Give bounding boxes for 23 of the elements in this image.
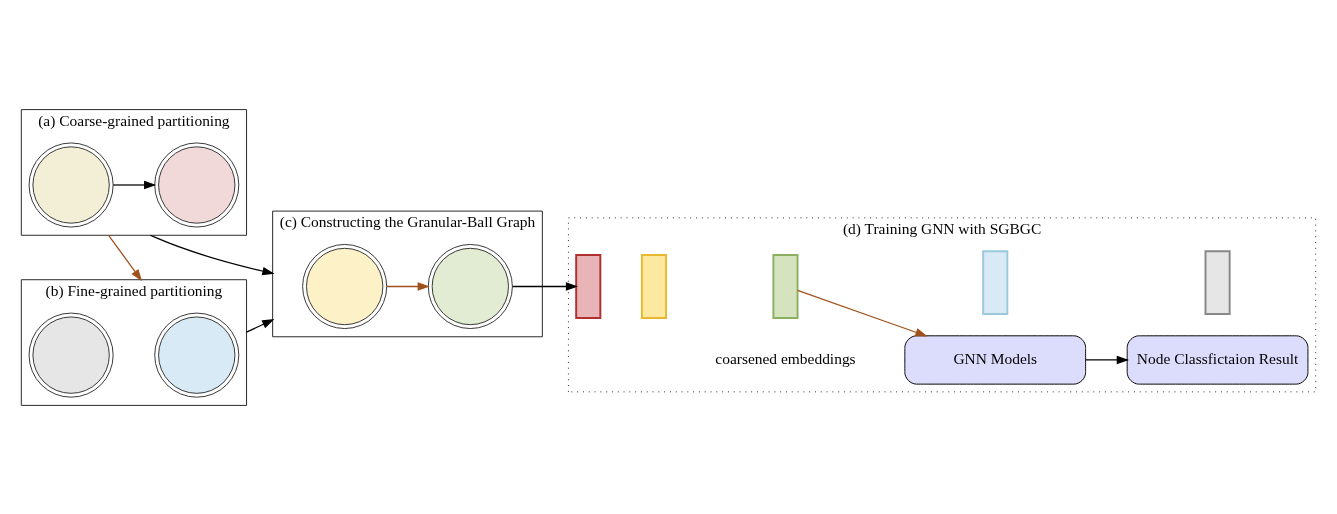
- node-graph: [302, 243, 388, 329]
- node-graph: [28, 141, 114, 228]
- node-box: Node Classfictaion Result: [1126, 334, 1309, 385]
- arrow: [511, 281, 579, 291]
- node-bar: [1204, 249, 1231, 315]
- node-graph: [154, 141, 240, 228]
- arrow: [1085, 355, 1129, 364]
- cluster: (a) Coarse-grained partitioning: [20, 108, 248, 236]
- label: coarsened embeddings: [715, 349, 856, 367]
- arrow: [386, 281, 430, 291]
- node-graph: [427, 243, 513, 329]
- node-bar: [982, 249, 1009, 315]
- node-box: GNN Models: [904, 334, 1087, 385]
- node-bar: [575, 253, 602, 319]
- arrow: [149, 234, 275, 275]
- node-bar: [640, 253, 668, 319]
- cluster: (c) Constructing the Granular-Ball Graph: [272, 210, 543, 337]
- arrow: [245, 318, 275, 333]
- node-bar: [772, 253, 799, 319]
- cluster: (b) Fine-grained partitioning: [20, 278, 248, 406]
- arrow: [108, 234, 143, 281]
- arrow: [797, 289, 928, 336]
- arrow: [112, 180, 157, 189]
